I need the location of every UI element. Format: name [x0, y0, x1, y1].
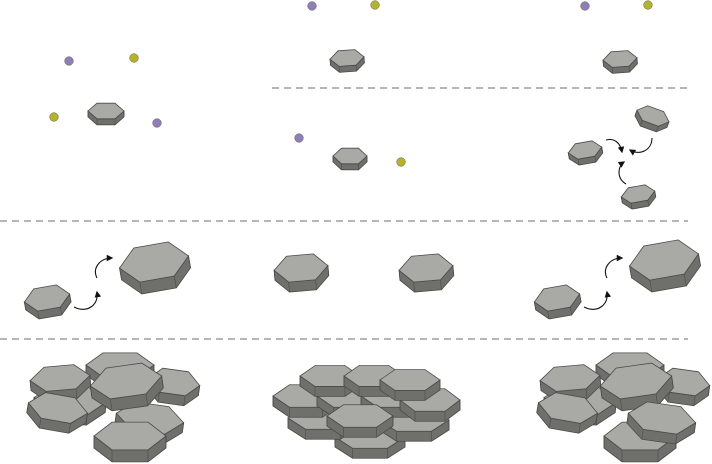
hexagonal-plate-icon	[628, 239, 701, 293]
hexagonal-plate-icon	[332, 147, 368, 171]
curved-arrow-icon	[73, 290, 102, 310]
plate-cluster	[26, 352, 201, 463]
hexagonal-plate-icon	[398, 253, 455, 293]
curved-arrow-icon	[604, 254, 624, 279]
plate-layer	[23, 49, 701, 320]
hexagonal-plate-icon	[23, 284, 72, 320]
hexagonal-plate-icon	[379, 369, 441, 401]
curved-arrow-icon	[628, 137, 653, 156]
bead-icon	[152, 118, 162, 128]
curved-arrow-icon	[583, 290, 612, 310]
hexagonal-plate-icon	[399, 388, 461, 422]
hexagonal-plate-icon	[620, 184, 657, 210]
curved-arrow-icon	[617, 161, 627, 185]
hexagonal-plate-icon	[87, 102, 125, 126]
divider-layer	[0, 87, 688, 340]
hexagonal-plate-icon	[634, 105, 670, 133]
hexagonal-plate-icon	[89, 362, 164, 412]
hexagonal-plate-icon	[626, 401, 697, 445]
bead-icon	[643, 0, 653, 10]
bead-icon	[580, 1, 590, 11]
bead-layer	[49, 0, 653, 167]
bead-icon	[294, 133, 304, 143]
hexagonal-plate-icon	[118, 241, 191, 295]
hexagonal-plate-icon	[273, 253, 330, 293]
hexagonal-plate-icon	[326, 404, 394, 438]
cluster-layer	[26, 352, 711, 463]
hexagonal-plate-icon	[567, 140, 604, 166]
hexagonal-plate-icon	[599, 362, 674, 412]
hexagonal-plate-icon	[536, 392, 599, 434]
hexagonal-plate-icon	[602, 50, 638, 74]
plate-cluster	[536, 352, 711, 463]
hexagonal-plate-icon	[26, 392, 89, 434]
plate-cluster	[272, 365, 461, 459]
bead-icon	[370, 0, 380, 10]
bead-icon	[396, 157, 406, 167]
curved-arrow-icon	[605, 138, 625, 154]
bead-icon	[129, 53, 139, 63]
hexagonal-plate-icon	[533, 284, 582, 320]
bead-icon	[307, 1, 317, 11]
hexagonal-plate-icon	[93, 421, 167, 463]
hexagonal-plate-icon	[329, 49, 365, 73]
bead-icon	[49, 112, 59, 122]
bead-icon	[64, 56, 74, 66]
curved-arrow-icon	[94, 254, 114, 279]
arrow-layer	[73, 137, 653, 310]
